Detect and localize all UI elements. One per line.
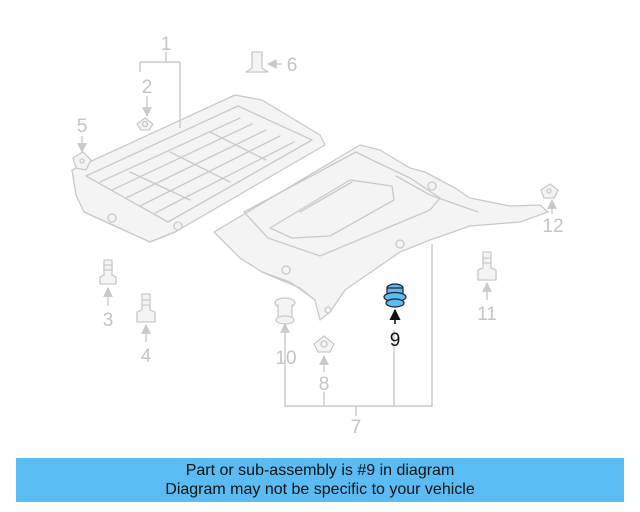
callout-7: 7 [351, 417, 362, 438]
callout-11: 11 [477, 304, 497, 325]
grommet-part-10 [274, 297, 296, 325]
bracket-part-12 [540, 183, 559, 199]
highlighted-part-9[interactable] [383, 283, 407, 308]
banner-line-disclaimer: Diagram may not be specific to your vehi… [165, 481, 475, 498]
callout-9: 9 [390, 330, 401, 351]
front-under-cover [71, 94, 326, 243]
clip-part-2 [136, 117, 154, 131]
callout-8: 8 [319, 374, 330, 395]
callout-6: 6 [287, 55, 298, 76]
callout-12: 12 [542, 216, 563, 237]
callout-3: 3 [103, 310, 114, 331]
leader-lines [77, 52, 557, 416]
bracket-part-5 [72, 151, 92, 171]
banner-line-part-number: Part or sub-assembly is #9 in diagram [185, 462, 455, 479]
callout-5: 5 [77, 116, 88, 137]
clip-part-8 [313, 335, 335, 353]
rear-under-cover [213, 144, 549, 321]
callout-10: 10 [275, 348, 296, 369]
parts-diagram: 1 2 3 4 5 6 7 8 9 10 11 12 [71, 34, 564, 438]
bolt-part-3 [99, 259, 117, 285]
callout-1: 1 [161, 34, 172, 55]
callout-4: 4 [141, 346, 152, 367]
callout-2: 2 [142, 77, 153, 98]
info-banner: Part or sub-assembly is #9 in diagram Di… [16, 458, 624, 502]
bolt-part-4 [136, 293, 156, 323]
bolt-part-11 [477, 251, 497, 281]
nut-part-6 [245, 51, 269, 73]
